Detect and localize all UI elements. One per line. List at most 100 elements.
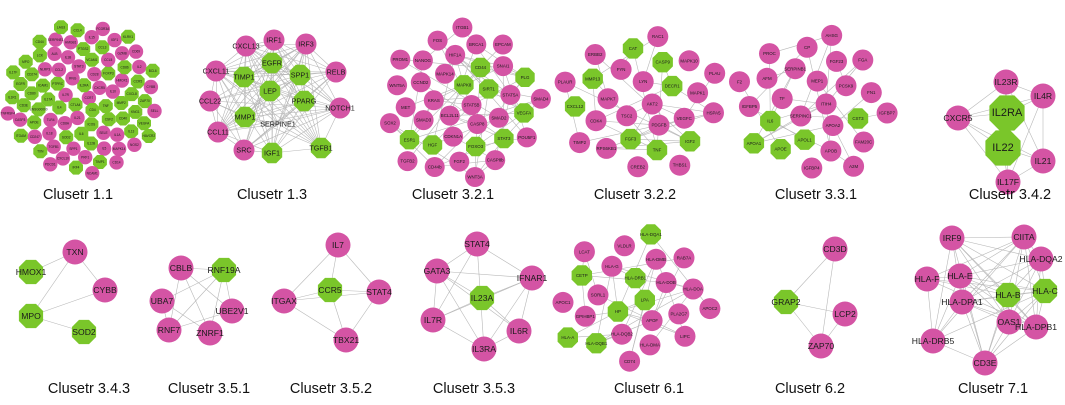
gene-node-vegfa: VEGFA: [137, 116, 151, 131]
gene-node-ptprc: PTPRC: [50, 76, 65, 91]
gene-node-spp1: SPP1: [289, 64, 311, 86]
gene-node-shape: [673, 247, 695, 269]
gene-label: CD40: [119, 117, 127, 121]
gene-label: ESR1: [404, 137, 416, 142]
gene-label: IL18: [46, 132, 52, 136]
hub-node-shape: [6, 65, 21, 80]
network-edge: [215, 70, 301, 76]
gene-node-shape: [759, 43, 780, 65]
hub-node-shape: [24, 86, 39, 101]
gene-node-shape: [611, 323, 633, 345]
hub-node-shape: [515, 67, 535, 87]
gene-node-bcl2l11: BCL2L11: [439, 105, 460, 126]
gene-node-havcr2: HAVCR2: [141, 129, 156, 143]
gene-node-shape: [66, 141, 81, 156]
network-edge: [483, 277, 533, 350]
gene-node-fgf2: FGF2: [449, 151, 470, 172]
gene-label: PRF1: [81, 155, 89, 159]
gene-label: CST3: [852, 116, 864, 121]
gene-label: MAPK8: [456, 82, 471, 87]
gene-node-brca1: BRCA1: [466, 34, 487, 55]
gene-node-tsc2: TSC2: [616, 105, 638, 127]
network-edge: [217, 45, 247, 133]
gene-label: IL17F: [9, 71, 17, 75]
network-edge: [30, 251, 76, 317]
gene-node-igf2: IGF2: [679, 131, 701, 152]
gene-label: SMAD4: [533, 96, 549, 101]
gene-label: IL7R: [62, 93, 69, 97]
gene-label: CCL22: [199, 97, 221, 106]
network-edge: [217, 100, 305, 133]
gene-label: HLA-DPB1: [1015, 322, 1057, 332]
gene-node-cybb: CYBB: [92, 277, 118, 303]
gene-node-shape: [109, 155, 124, 170]
gene-label: MAPK14: [113, 147, 126, 151]
gene-label: MEP1: [811, 79, 824, 84]
gene-label: SOD2: [62, 135, 71, 139]
gene-node-shape: [771, 88, 793, 110]
gene-node-il2: IL2: [132, 59, 147, 75]
hub-node-shape: [124, 87, 139, 102]
hub-node-shape: [84, 117, 99, 132]
gene-label: TNF: [103, 104, 109, 108]
gene-node-spp1: SPP1: [66, 141, 81, 156]
gene-node-serpinc1: SERPINC1: [790, 105, 813, 127]
gene-label: FOS: [433, 38, 442, 43]
hub-node-shape: [514, 103, 534, 123]
gene-node-prf1: PRF1: [78, 150, 93, 165]
gene-node-apoc2: APOC2: [699, 298, 721, 320]
gene-label: SERPINC1: [790, 114, 813, 119]
gene-label: SNAI1: [497, 64, 510, 69]
gene-node-shape: [37, 62, 53, 77]
gene-node-shape: [149, 288, 175, 314]
gene-node-f2: F2: [729, 71, 750, 93]
gene-label: MAPK7: [601, 96, 616, 101]
gene-label: RAB7A: [677, 255, 691, 260]
gene-label: KRAS: [428, 98, 440, 103]
gene-node-hla-dqb2: HLA-DQB2: [611, 323, 633, 345]
gene-label: CYBB: [147, 85, 156, 89]
gene-node-shape: [81, 90, 97, 106]
gene-node-cat: CAT: [622, 38, 644, 59]
gene-node-shape: [271, 288, 297, 314]
gene-node-sirt1: SIRT1: [479, 79, 499, 99]
gene-label: TF: [780, 96, 786, 101]
gene-label: SPP1: [69, 147, 77, 151]
gene-node-mmp2: MMP2: [114, 96, 129, 110]
gene-node-il15: IL15: [84, 30, 99, 45]
gene-node-shape: [616, 105, 638, 127]
gene-node-pcsk9: PCSK9: [835, 75, 857, 97]
gene-label: TIMP1: [233, 73, 254, 82]
hub-node-shape: [128, 105, 143, 119]
hub-node-shape: [454, 75, 474, 95]
gene-node-il17f: IL17F: [6, 65, 21, 80]
hub-node-shape: [494, 128, 514, 149]
network-edge: [305, 43, 322, 149]
gene-label: PLAU: [709, 71, 720, 76]
gene-node-a2m: A2M: [843, 155, 865, 177]
gene-node-ccl22: CCL22: [199, 90, 221, 112]
gene-label: CREB2: [630, 164, 645, 169]
gene-node-fyn: FYN: [610, 58, 632, 80]
gene-node-shape: [132, 59, 147, 75]
gene-node-cd86: CD86: [117, 60, 132, 75]
gene-node-shape: [78, 150, 93, 165]
gene-node-shape: [996, 309, 1022, 335]
gene-node-shape: [114, 46, 130, 61]
gene-label: HMGB1: [65, 40, 77, 44]
hub-node-shape: [211, 257, 237, 283]
gene-label: FCGR3A: [96, 27, 110, 31]
gene-node-sele: SELE: [96, 125, 111, 140]
hub-node-shape: [124, 124, 139, 139]
hub-node-shape: [847, 108, 869, 129]
network-edge: [277, 43, 307, 125]
gene-node-stat5b: STAT5B: [461, 95, 482, 115]
hub-node-shape: [399, 130, 420, 150]
gene-node-shape: [790, 105, 812, 127]
gene-node-mmp1: MMP1: [235, 106, 255, 128]
hub-node-shape: [18, 303, 44, 329]
network-edge: [305, 43, 341, 109]
gene-node-fos: FOS: [427, 30, 448, 51]
gene-label: TXN: [66, 247, 83, 257]
gene-node-shape: [574, 305, 596, 327]
